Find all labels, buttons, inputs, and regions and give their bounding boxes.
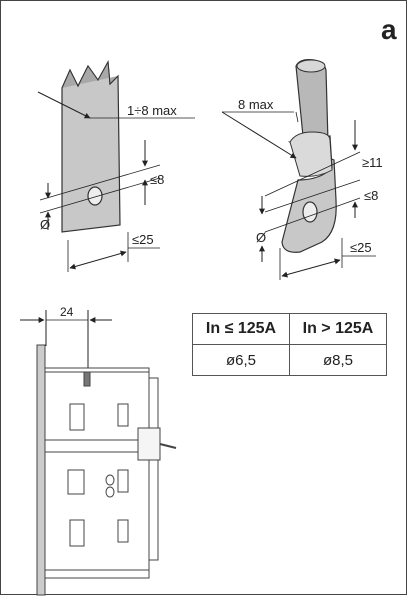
cable-lug-hole bbox=[302, 201, 318, 223]
table-value-high-current: ø8,5 bbox=[289, 344, 387, 376]
table-value-low-current: ø6,5 bbox=[192, 344, 290, 376]
flat-bar-drawing bbox=[37, 60, 195, 272]
table-header-high-current: In > 125A bbox=[289, 313, 387, 345]
cable-lug-edge-label-mid: ≤8 bbox=[364, 188, 379, 203]
flat-bar-hole-label: Ø bbox=[40, 217, 51, 232]
flat-bar-thickness-label: 1÷8 max bbox=[127, 103, 177, 118]
cable-lug-width-label: ≤25 bbox=[350, 240, 372, 255]
table-row: In ≤ 125A In > 125A bbox=[192, 313, 387, 345]
figure-letter: a bbox=[381, 14, 397, 45]
breaker-side-view bbox=[20, 310, 177, 596]
table-row: ø6,5 ø8,5 bbox=[192, 344, 387, 376]
hole-diameter-table: In ≤ 125A In > 125A ø6,5 ø8,5 bbox=[192, 313, 387, 376]
flat-bar-hole bbox=[87, 186, 103, 206]
cable-lug-drawing bbox=[221, 59, 376, 280]
cable-lug-edge-label-top: ≥11 bbox=[362, 155, 383, 170]
cable-lug-hole-label: Ø bbox=[256, 230, 267, 245]
flat-bar-width-label: ≤25 bbox=[132, 232, 154, 247]
breaker-dimension-label: 24 bbox=[60, 305, 74, 319]
table-header-low-current: In ≤ 125A bbox=[192, 313, 290, 345]
cable-lug-thickness-label: 8 max bbox=[238, 97, 274, 112]
flat-bar-edge-label: ≤8 bbox=[150, 172, 165, 187]
